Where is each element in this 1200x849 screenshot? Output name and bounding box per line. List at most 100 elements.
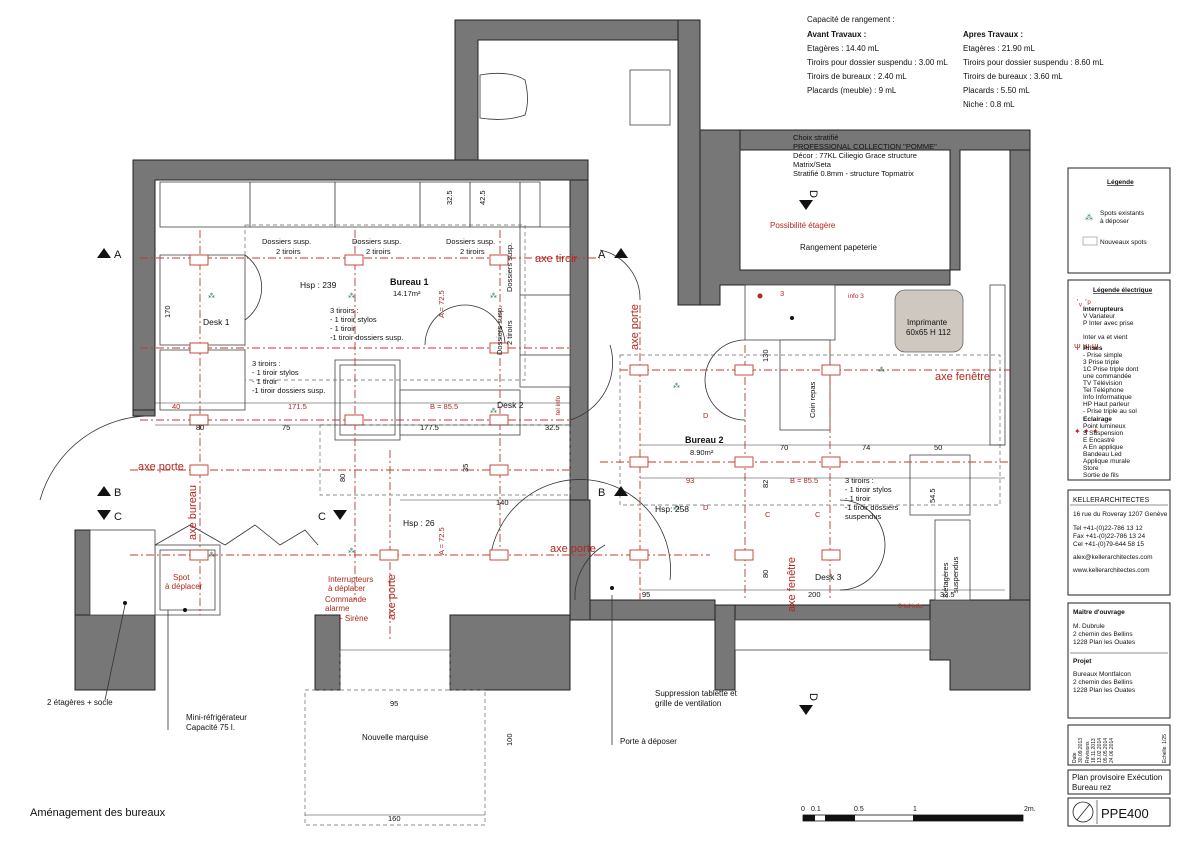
svg-text:171.5: 171.5	[288, 402, 307, 411]
spot-new-14	[629, 364, 649, 376]
svg-text:Tel +41-(0)22-786 13 12: Tel +41-(0)22-786 13 12	[1073, 525, 1143, 532]
room-labels: Bureau 1 14.17m² Hsp : 239 Bureau 2 8.90…	[203, 221, 951, 582]
svg-text:82: 82	[761, 480, 770, 488]
svg-text:Placards (meuble) : 9 mL: Placards (meuble) : 9 mL	[807, 86, 897, 95]
svg-text:Interrupteurs: Interrupteurs	[1083, 306, 1124, 313]
possibilite-label: Possibilité étagère	[770, 221, 836, 230]
mini-frigo-1: Mini-réfrigérateur	[186, 713, 247, 722]
svg-text:Décor : 77KL Ciliegio Grace st: Décor : 77KL Ciliegio Grace structure	[793, 151, 917, 160]
svg-text:93: 93	[686, 476, 694, 485]
svg-text:Sortie de fils: Sortie de fils	[1083, 472, 1120, 479]
section-b-right: B	[598, 487, 605, 499]
section-a-right-arrow	[614, 248, 628, 258]
bureau1-area: 14.17m²	[393, 289, 421, 298]
svg-text:A = 72.5: A = 72.5	[437, 527, 446, 555]
svg-text:Etagères : 21.90 mL: Etagères : 21.90 mL	[963, 44, 1036, 53]
spot-icon: ⁂	[348, 547, 355, 555]
svg-text:1C Prise triple dont: 1C Prise triple dont	[1083, 366, 1138, 373]
axe-bureau-label: axe bureau	[187, 485, 199, 540]
spot-icon: ⁂	[1085, 213, 1093, 222]
svg-text:Info Informatique: Info Informatique	[1083, 394, 1132, 401]
etageres-socle: 2 étagères + socle	[47, 698, 113, 707]
svg-text:-1 tiroir dossiers susp.: -1 tiroir dossiers susp.	[330, 333, 403, 342]
svg-text:PROFESSIONAL COLLECTION "POMME: PROFESSIONAL COLLECTION "POMME"	[793, 142, 937, 151]
svg-text:2m.: 2m.	[1024, 806, 1036, 813]
svg-text:74: 74	[862, 443, 870, 452]
info3-label: info 3	[848, 293, 864, 300]
svg-text:Placards : 5.50 mL: Placards : 5.50 mL	[963, 86, 1030, 95]
spot-new-15	[734, 364, 754, 376]
storage-heading: Capacité de rangement :	[807, 15, 895, 24]
printer-block	[894, 289, 964, 353]
svg-text:- 1 tiroir: - 1 tiroir	[845, 494, 871, 503]
svg-text:Maître d'ouvrage: Maître d'ouvrage	[1073, 609, 1125, 616]
axe-porte-label-4: axe porte	[386, 574, 398, 620]
svg-text:13.02.2014: 13.02.2014	[1097, 738, 1103, 763]
new-spots	[189, 254, 841, 561]
dossiers-1b: 2 tiroirs	[276, 247, 301, 256]
svg-text:Eclairage: Eclairage	[1083, 416, 1112, 423]
suppression-2: grille de ventilation	[655, 699, 721, 708]
dossiers-4: Dossiers susp.	[505, 243, 514, 292]
section-d-top: D	[807, 190, 819, 198]
plan-number: PPE400	[1101, 806, 1149, 821]
svg-text:0.5: 0.5	[854, 806, 864, 813]
svg-text:Choix stratifié: Choix stratifié	[793, 133, 838, 142]
bureau2-area: 8.90m²	[690, 448, 714, 457]
svg-text:- 1 tiroir stylos: - 1 tiroir stylos	[845, 485, 892, 494]
spot-new-2	[344, 254, 364, 266]
tel-info-label: tel info	[555, 395, 562, 415]
spot-new-13	[489, 549, 509, 561]
svg-text:P Inter avec prise: P Inter avec prise	[1083, 320, 1134, 327]
svg-text:18.11.2013: 18.11.2013	[1091, 738, 1097, 763]
rectangle-icon	[1082, 236, 1098, 246]
svg-text:80: 80	[338, 474, 347, 482]
spot-new-17	[629, 456, 649, 468]
walls	[74, 19, 1031, 691]
svg-text:Spot: Spot	[173, 573, 190, 582]
svg-text:D: D	[703, 411, 709, 420]
spot-new-10	[489, 464, 509, 476]
spot-icon: ⁂	[490, 407, 497, 415]
spot-new-18	[734, 456, 754, 468]
svg-text:95: 95	[642, 590, 650, 599]
svg-text:- 1 tiroir stylos: - 1 tiroir stylos	[252, 368, 299, 377]
legend-title: Légende	[1107, 179, 1134, 186]
svg-text:A En applique: A En applique	[1083, 444, 1124, 451]
bureau1-name: Bureau 1	[390, 277, 429, 287]
svg-text:D: D	[703, 503, 709, 512]
mini-frigo-2: Capacité 75 l.	[186, 723, 235, 732]
desk3-label: Desk 3	[815, 572, 842, 582]
svg-text:3 tiroirs :: 3 tiroirs :	[845, 476, 874, 485]
svg-text:70: 70	[780, 443, 788, 452]
porte-deposer: Porte à déposer	[620, 737, 677, 746]
section-c-left: C	[114, 511, 122, 523]
svg-text:Etagères : 14.40 mL: Etagères : 14.40 mL	[807, 44, 880, 53]
printer-label-1: Imprimante	[907, 318, 948, 327]
section-marks: A A B B C C D D	[97, 190, 819, 715]
axe-fenetre-label-1: axe fenêtre	[935, 371, 990, 383]
svg-text:24.06.2014: 24.06.2014	[1109, 738, 1115, 763]
section-c-left-arrow	[97, 510, 111, 520]
three-tel-info-label: 3 tel info	[898, 603, 923, 610]
svg-text:0.1: 0.1	[811, 806, 821, 813]
spot-new-20	[629, 549, 649, 561]
axe-porte-label-3: axe porte	[629, 304, 641, 350]
storage-before-title: Avant Travaux :	[807, 30, 866, 39]
svg-text:Stratifié 0.8mm - structure To: Stratifié 0.8mm - structure Topmatrix	[793, 169, 914, 178]
svg-text:M. Dubrule: M. Dubrule	[1073, 623, 1105, 630]
svg-text:S Suspension: S Suspension	[1083, 430, 1123, 437]
spot-new-8	[489, 414, 509, 426]
axe-fenetre-label-2: axe fenêtre	[786, 557, 798, 612]
svg-text:A = 72.5: A = 72.5	[437, 290, 446, 318]
storage-after-title: Apres Travaux :	[963, 30, 1023, 39]
svg-text:54.5: 54.5	[928, 488, 937, 503]
svg-text:- 1 tiroir: - 1 tiroir	[252, 377, 278, 386]
svg-text:160: 160	[388, 814, 401, 823]
spot-new-11	[189, 549, 209, 561]
svg-text:Projet: Projet	[1073, 658, 1092, 665]
svg-text:3: 3	[780, 289, 784, 298]
dossiers-1: Dossiers susp.	[262, 237, 311, 246]
svg-text:95: 95	[390, 699, 398, 708]
nouvelle-marquise: Nouvelle marquise	[362, 733, 429, 742]
